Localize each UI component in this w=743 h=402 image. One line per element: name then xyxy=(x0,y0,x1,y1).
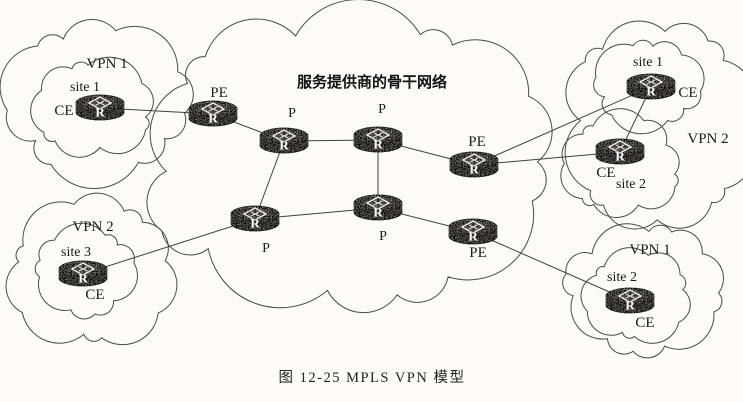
link-pert-ce-site1 xyxy=(473,86,652,166)
pe-right-bottom-label: PE xyxy=(469,245,487,261)
ce-label-site1-right: CE xyxy=(678,85,697,101)
pe-router-left xyxy=(189,101,237,126)
vpn1-site1-inner-cloud xyxy=(30,56,154,158)
vpn1-label-top-left: VPN 1 xyxy=(86,56,127,72)
ce-router-vpn2-site1 xyxy=(627,74,675,99)
p-bottom-right-label: P xyxy=(379,229,387,244)
vpn1-label-bottom-right: VPN 1 xyxy=(629,242,670,258)
link-ce-site3-p3 xyxy=(82,218,256,275)
backbone-title: 服务提供商的骨干网络 xyxy=(297,73,447,91)
site2-label-top-right: site 2 xyxy=(616,177,646,192)
figure-caption: 图 12-25 MPLS VPN 模型 xyxy=(279,369,466,386)
ce-router-vpn2-site2 xyxy=(596,139,644,164)
vpn1-site2-inner-cloud xyxy=(580,247,691,344)
vpn2-site1-inner-cloud xyxy=(593,39,705,135)
p-top-left-label: P xyxy=(288,106,296,121)
p-router-top-right xyxy=(354,127,402,152)
vpn2-right-outer-cloud xyxy=(564,20,743,230)
pe-left-label: PE xyxy=(210,85,228,101)
p-router-top-left xyxy=(260,128,308,153)
pe-right-top-label: PE xyxy=(468,134,486,150)
p-router-bottom-right xyxy=(354,195,402,220)
pe-router-right-bottom xyxy=(449,219,497,244)
site3-label-bottom-left: site 3 xyxy=(61,245,91,260)
backbone-cloud xyxy=(146,0,553,314)
site1-label-top-right: site 1 xyxy=(633,55,663,70)
link-perb-ce-site2br xyxy=(472,231,631,302)
ce-router-vpn1-site1 xyxy=(76,95,124,120)
ce-router-vpn2-site3 xyxy=(59,261,107,286)
site1-label-top-left: site 1 xyxy=(70,80,100,95)
vpn1-site2-outer-cloud xyxy=(562,223,724,359)
vpn2-site3-outer-cloud xyxy=(5,192,178,346)
ce-router-vpn1-site2 xyxy=(606,288,654,313)
vpn2-site2-inner-cloud xyxy=(560,108,680,218)
vpn2-label-bottom-left: VPN 2 xyxy=(72,219,113,235)
pe-router-right-top xyxy=(450,152,498,177)
p-top-right-label: P xyxy=(378,102,386,117)
site2-label-bottom-right: site 2 xyxy=(607,270,637,285)
vpn2-site3-inner-cloud xyxy=(34,222,138,320)
p-bottom-left-label: P xyxy=(262,241,270,256)
ce-label-bottom-right: CE xyxy=(635,315,654,331)
p-router-bottom-left xyxy=(231,206,279,231)
ce-label-top-left: CE xyxy=(54,103,73,119)
ce-label-site2-right: CE xyxy=(596,165,615,181)
ce-label-bottom-left: CE xyxy=(85,287,104,303)
vpn2-label-top-right: VPN 2 xyxy=(687,131,728,147)
vpn1-site1-outer-cloud xyxy=(0,19,194,189)
